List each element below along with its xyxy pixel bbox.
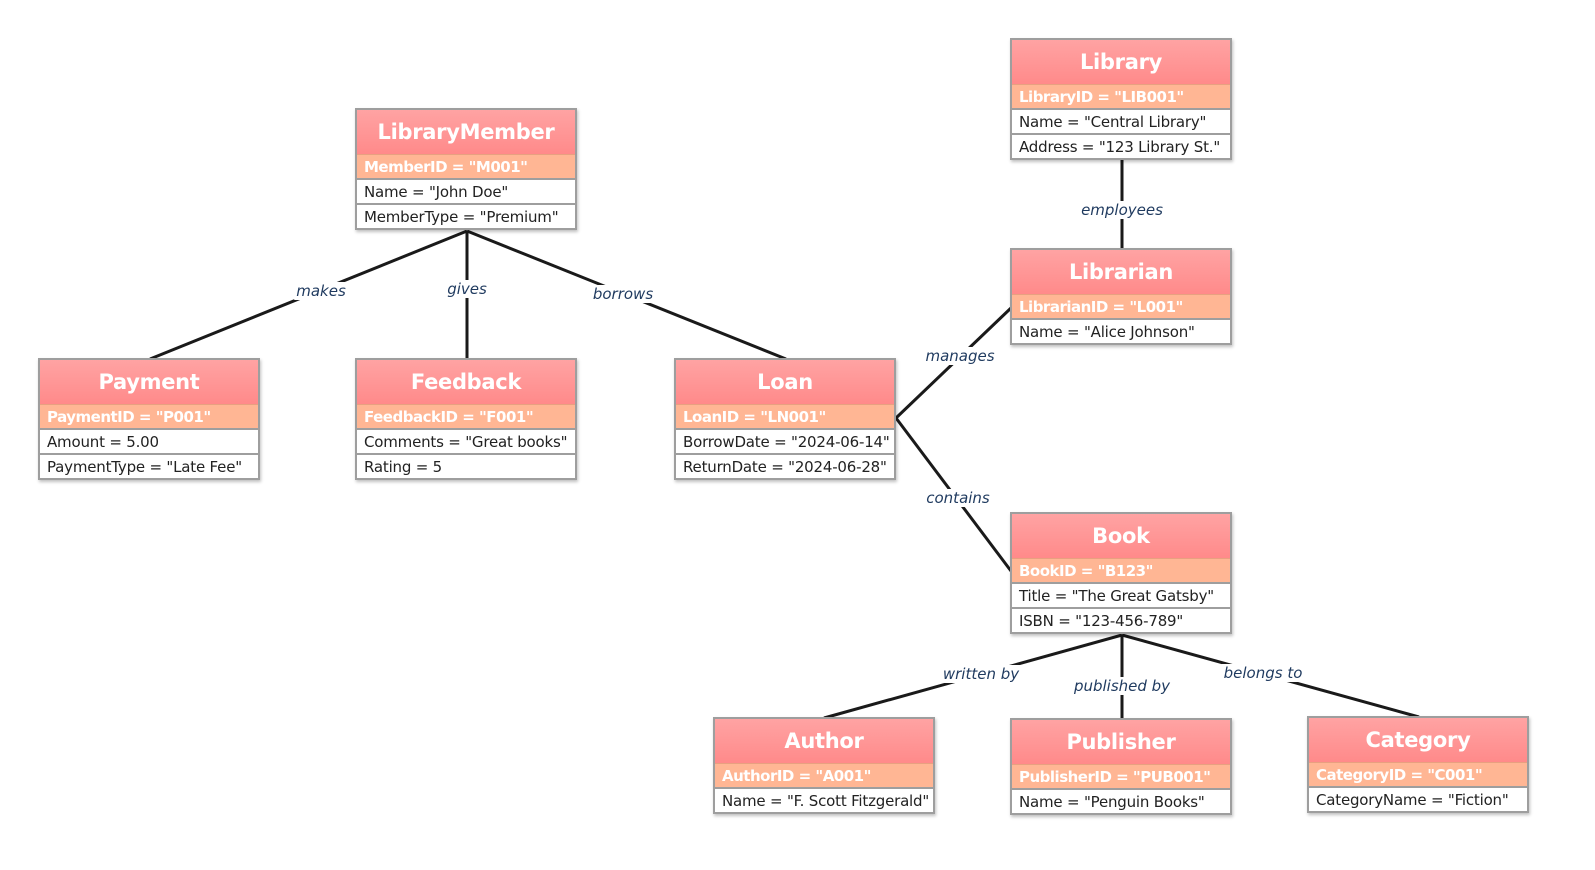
relationship-label-employees: employees [1079, 201, 1165, 219]
entity-attribute: PaymentType = "Late Fee" [40, 453, 258, 478]
relationship-label-borrows: borrows [590, 285, 656, 303]
entity-attribute: Name = "Penguin Books" [1012, 788, 1230, 813]
entity-category[interactable]: Category CategoryID = "C001" CategoryNam… [1307, 716, 1529, 813]
entity-title: Loan [676, 360, 894, 404]
entity-library[interactable]: Library LibraryID = "LIB001" Name = "Cen… [1010, 38, 1232, 160]
entity-title: Feedback [357, 360, 575, 404]
entity-attribute: Name = "John Doe" [357, 178, 575, 203]
entity-key: PaymentID = "P001" [40, 404, 258, 428]
relationship-label-published-by: published by [1071, 677, 1173, 695]
entity-publisher[interactable]: Publisher PublisherID = "PUB001" Name = … [1010, 718, 1232, 815]
entity-payment[interactable]: Payment PaymentID = "P001" Amount = 5.00… [38, 358, 260, 480]
entity-attribute: Comments = "Great books" [357, 428, 575, 453]
entity-book[interactable]: Book BookID = "B123" Title = "The Great … [1010, 512, 1232, 634]
entity-attribute: ReturnDate = "2024-06-28" [676, 453, 894, 478]
entity-attribute: Name = "F. Scott Fitzgerald" [715, 787, 933, 812]
entity-key: LibrarianID = "L001" [1012, 294, 1230, 318]
entity-key: PublisherID = "PUB001" [1012, 764, 1230, 788]
entity-key: CategoryID = "C001" [1309, 762, 1527, 786]
entity-title: LibraryMember [357, 110, 575, 154]
relationship-label-makes: makes [294, 282, 348, 300]
relationship-label-contains: contains [924, 489, 992, 507]
entity-title: Category [1309, 718, 1527, 762]
entity-attribute: CategoryName = "Fiction" [1309, 786, 1527, 811]
relationship-label-belongs-to: belongs to [1221, 664, 1305, 682]
entity-attribute: Address = "123 Library St." [1012, 133, 1230, 158]
entity-title: Librarian [1012, 250, 1230, 294]
entity-attribute: ISBN = "123-456-789" [1012, 607, 1230, 632]
entity-attribute: Rating = 5 [357, 453, 575, 478]
relationship-label-gives: gives [445, 280, 489, 298]
entity-title: Book [1012, 514, 1230, 558]
entity-attribute: Name = "Alice Johnson" [1012, 318, 1230, 343]
relationship-label-manages: manages [923, 347, 997, 365]
entity-author[interactable]: Author AuthorID = "A001" Name = "F. Scot… [713, 717, 935, 814]
entity-attribute: Amount = 5.00 [40, 428, 258, 453]
entity-attribute: Name = "Central Library" [1012, 108, 1230, 133]
entity-loan[interactable]: Loan LoanID = "LN001" BorrowDate = "2024… [674, 358, 896, 480]
entity-title: Payment [40, 360, 258, 404]
entity-key: MemberID = "M001" [357, 154, 575, 178]
relationship-label-written-by: written by [940, 665, 1022, 683]
entity-key: AuthorID = "A001" [715, 763, 933, 787]
entity-key: BookID = "B123" [1012, 558, 1230, 582]
entity-attribute: MemberType = "Premium" [357, 203, 575, 228]
entity-key: LoanID = "LN001" [676, 404, 894, 428]
entity-key: LibraryID = "LIB001" [1012, 84, 1230, 108]
entity-feedback[interactable]: Feedback FeedbackID = "F001" Comments = … [355, 358, 577, 480]
entity-title: Publisher [1012, 720, 1230, 764]
entity-title: Author [715, 719, 933, 763]
entity-title: Library [1012, 40, 1230, 84]
entity-attribute: BorrowDate = "2024-06-14" [676, 428, 894, 453]
entity-attribute: Title = "The Great Gatsby" [1012, 582, 1230, 607]
entity-key: FeedbackID = "F001" [357, 404, 575, 428]
entity-library-member[interactable]: LibraryMember MemberID = "M001" Name = "… [355, 108, 577, 230]
entity-librarian[interactable]: Librarian LibrarianID = "L001" Name = "A… [1010, 248, 1232, 345]
